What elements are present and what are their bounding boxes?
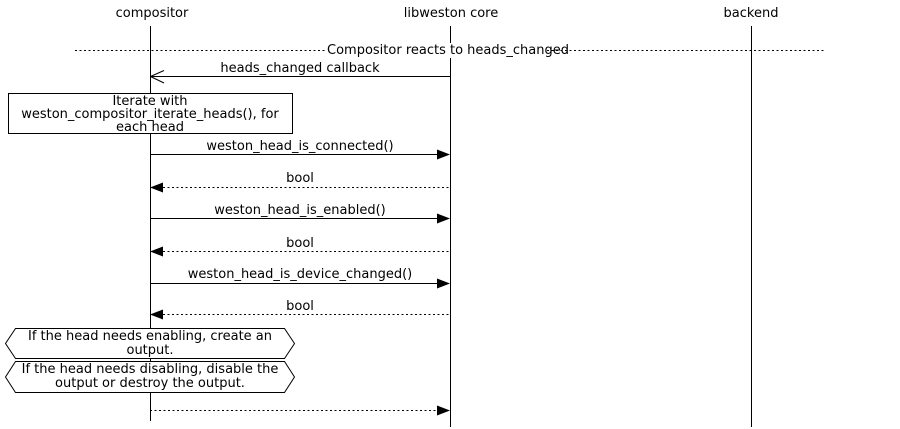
participant-label-compositor: compositor <box>115 6 189 21</box>
hexagon-note-text-disabling: If the head needs disabling, disable the… <box>21 362 279 391</box>
filled-arrowhead-right <box>437 149 450 160</box>
filled-arrowhead-left <box>150 246 163 257</box>
filled-arrowhead-right <box>437 405 450 416</box>
hexagon-note-text-enabling: If the head needs enabling, create an ou… <box>27 329 273 358</box>
open-arrowhead-lower-wing <box>150 76 165 84</box>
message-label-heads-changed-callback: heads_changed callback <box>220 61 380 76</box>
hexagon-note-disabling <box>4 361 296 393</box>
message-label-head-is-enabled: weston_head_is_enabled() <box>214 203 386 218</box>
open-arrowhead-upper-wing <box>150 70 165 77</box>
note-text-iterate: Iterate with weston_compositor_iterate_h… <box>21 94 279 135</box>
filled-arrowhead-right <box>437 213 450 224</box>
filled-arrowhead-left <box>150 182 163 193</box>
participant-label-backend: backend <box>723 6 779 21</box>
message-label-bool-3: bool <box>286 299 314 314</box>
message-label-bool-2: bool <box>286 236 314 251</box>
filled-arrowhead-left <box>150 309 163 320</box>
message-label-bool-1: bool <box>286 171 314 186</box>
message-label-head-is-connected: weston_head_is_connected() <box>206 139 394 154</box>
participant-label-libweston-core: libweston core <box>403 6 499 21</box>
divider-label: Compositor reacts to heads_changed <box>327 43 569 58</box>
hexagon-note-enabling <box>4 328 296 359</box>
note-box-iterate <box>8 93 293 134</box>
message-label-head-is-device-changed: weston_head_is_device_changed() <box>187 267 413 282</box>
filled-arrowhead-right <box>437 278 450 289</box>
